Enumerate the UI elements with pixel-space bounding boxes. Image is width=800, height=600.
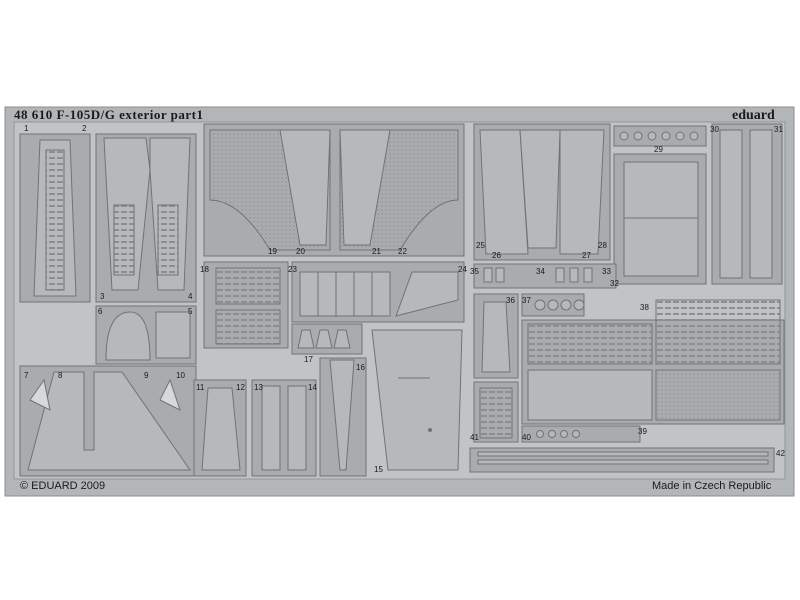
part-group-42 <box>469 447 775 473</box>
part-label-35: 35 <box>470 267 479 276</box>
part-number-labels: 1 2 3 4 5 6 7 8 9 10 11 12 13 14 15 16 1… <box>24 124 785 474</box>
part-label-38: 38 <box>640 303 649 312</box>
part-label-22: 22 <box>398 247 407 256</box>
part-label-1: 1 <box>24 124 29 133</box>
part-label-4: 4 <box>188 292 193 301</box>
part-group-7-10 <box>19 365 197 477</box>
part-label-29: 29 <box>654 145 663 154</box>
part-label-13: 13 <box>254 383 263 392</box>
part-label-26: 26 <box>492 251 501 260</box>
part-group-13-14 <box>251 379 317 477</box>
part-label-3: 3 <box>100 292 105 301</box>
part-label-28: 28 <box>598 241 607 250</box>
part-label-5: 5 <box>188 307 193 316</box>
part-label-34: 34 <box>536 267 545 276</box>
part-label-41: 41 <box>470 433 479 442</box>
part-label-42: 42 <box>776 449 785 458</box>
part-label-12: 12 <box>236 383 245 392</box>
part-label-7: 7 <box>24 371 29 380</box>
part-label-16: 16 <box>356 363 365 372</box>
part-label-24: 24 <box>458 265 467 274</box>
part-group-19-22 <box>203 123 465 257</box>
brand-logo: eduard <box>732 108 775 123</box>
part-label-20: 20 <box>296 247 305 256</box>
part-group-25-28 <box>473 123 611 261</box>
part-label-18: 18 <box>200 265 209 274</box>
part-group-17 <box>291 323 363 355</box>
part-group-3-4 <box>95 133 197 303</box>
part-group-1-2 <box>19 133 91 303</box>
part-group-36 <box>473 293 519 379</box>
part-group-23-24 <box>291 261 465 323</box>
part-group-11-12 <box>193 379 247 477</box>
part-group-18 <box>203 261 289 349</box>
part-label-17: 17 <box>304 355 313 364</box>
part-group-15-16 <box>319 357 367 477</box>
part-label-36: 36 <box>506 296 515 305</box>
copyright-text: © EDUARD 2009 <box>20 480 105 492</box>
part-group-5-6 <box>95 305 197 365</box>
sheet-title: 48 610 F-105D/G exterior part1 <box>14 107 204 122</box>
part-group-15-panel <box>371 329 463 471</box>
part-label-33: 33 <box>602 267 611 276</box>
part-label-10: 10 <box>176 371 185 380</box>
part-group-38 <box>521 299 785 425</box>
part-label-30: 30 <box>710 125 719 134</box>
part-label-15: 15 <box>374 465 383 474</box>
part-label-21: 21 <box>372 247 381 256</box>
part-label-32: 32 <box>610 279 619 288</box>
origin-text: Made in Czech Republic <box>652 480 772 492</box>
part-label-25: 25 <box>476 241 485 250</box>
part-label-14: 14 <box>308 383 317 392</box>
part-group-29 <box>613 125 707 147</box>
part-group-37 <box>521 293 585 317</box>
part-label-2: 2 <box>82 124 87 133</box>
part-group-32 <box>613 153 707 285</box>
part-label-23: 23 <box>288 265 297 274</box>
part-label-8: 8 <box>58 371 63 380</box>
part-label-9: 9 <box>144 371 149 380</box>
part-label-11: 11 <box>196 383 205 392</box>
part-label-40: 40 <box>522 433 531 442</box>
part-label-31: 31 <box>774 125 783 134</box>
part-label-27: 27 <box>582 251 591 260</box>
part-group-39-41 <box>473 381 641 443</box>
part-label-39: 39 <box>638 427 647 436</box>
part-label-37: 37 <box>522 296 531 305</box>
part-label-19: 19 <box>268 247 277 256</box>
part-group-33-35 <box>473 263 617 289</box>
part-label-6: 6 <box>98 307 103 316</box>
part-group-30-31 <box>711 123 783 285</box>
